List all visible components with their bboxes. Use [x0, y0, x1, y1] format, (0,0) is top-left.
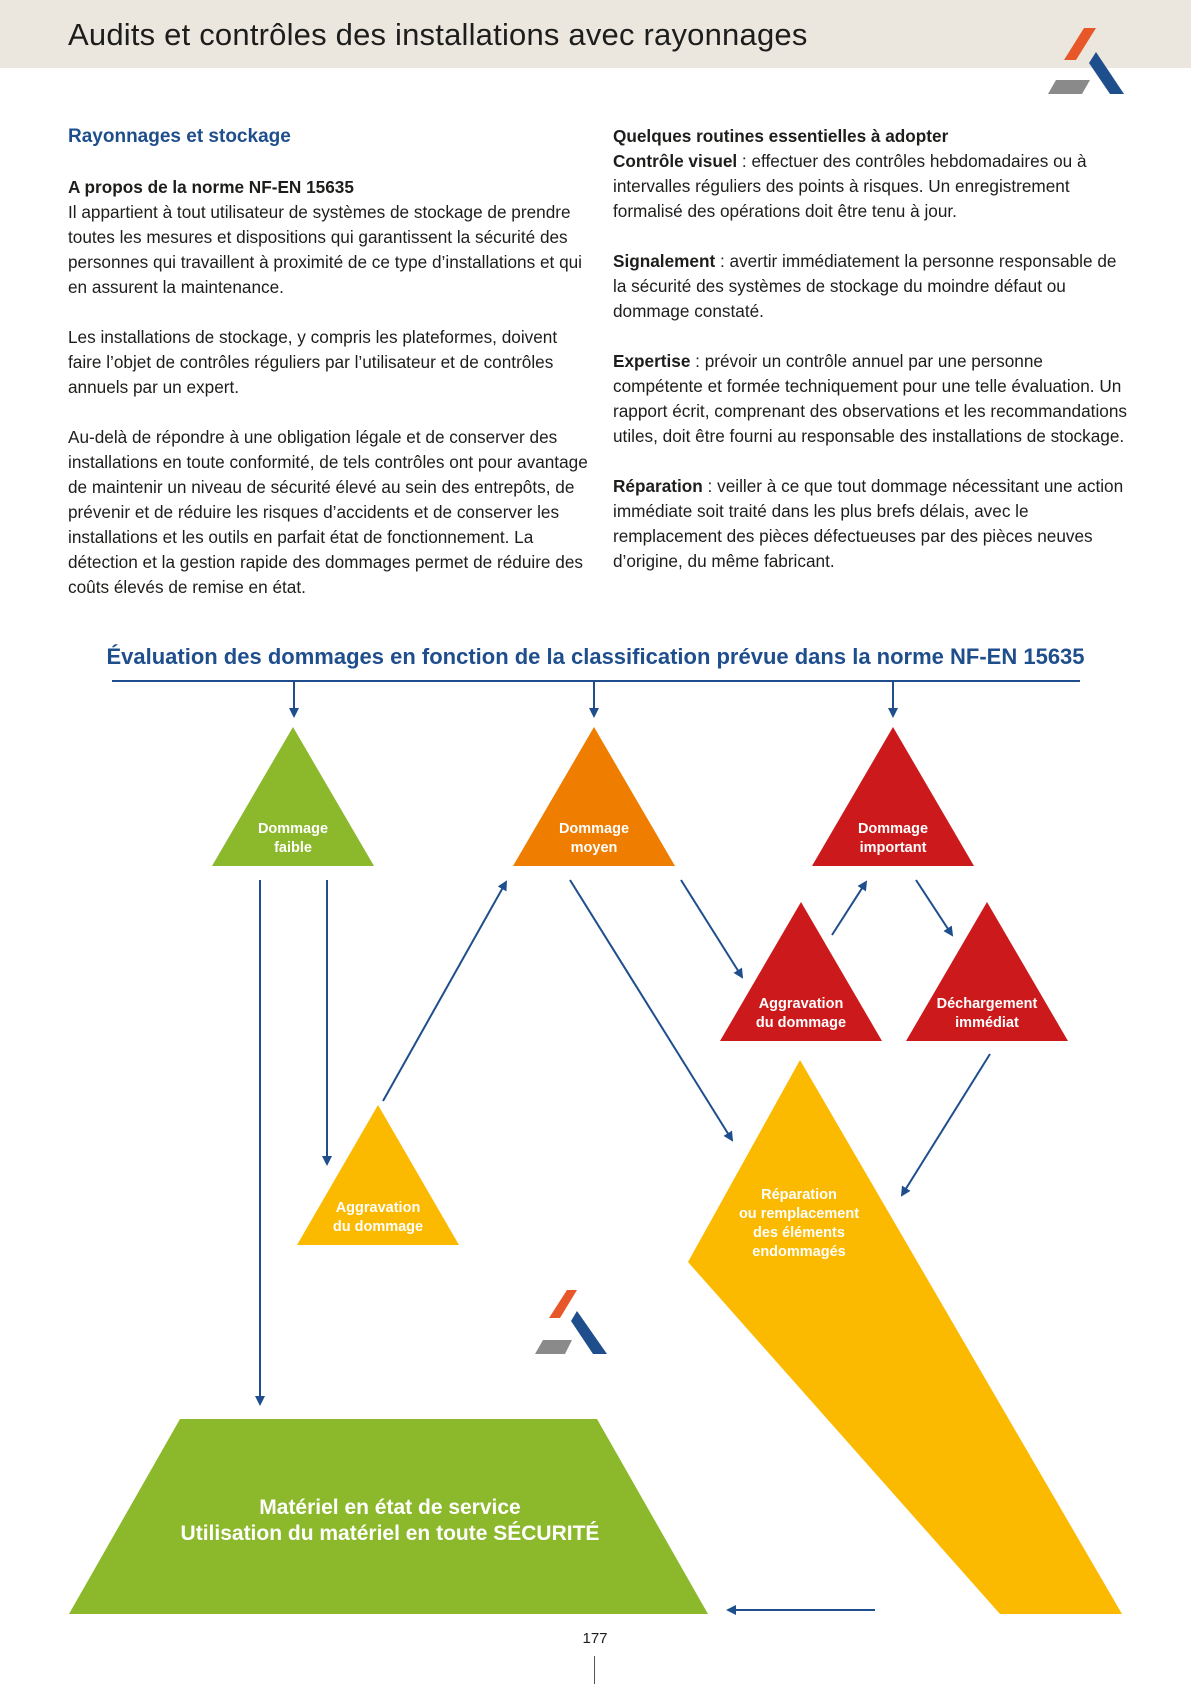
- arrow-aggravation-to-important: [831, 880, 868, 936]
- routine-text: : avertir immédiatement la personne resp…: [613, 251, 1117, 321]
- routine-label: Réparation: [613, 476, 703, 496]
- right-column: Quelques routines essentielles à adopter…: [613, 124, 1133, 599]
- triangle-aggravation-jaune: [297, 1105, 459, 1245]
- diagram-title: Évaluation des dommages en fonction de l…: [106, 644, 1085, 669]
- routine-text: : effectuer des contrôles hebdomadaires …: [613, 151, 1087, 221]
- triangle-dechargement: [906, 902, 1068, 1041]
- inspection-paragraph: Les installations de stockage, y compris…: [68, 327, 558, 397]
- benefits-paragraph: Au-delà de répondre à une obligation lég…: [68, 427, 588, 597]
- triangle-dommage-moyen: [513, 727, 675, 866]
- brand-logo-center-icon: [535, 1290, 607, 1354]
- page-header: Audits et contrôles des installations av…: [0, 0, 1191, 68]
- triangle-dommage-important: [812, 727, 974, 866]
- arrow-moyen-to-reparation: [569, 879, 734, 1142]
- section-title: Rayonnages et stockage: [68, 126, 291, 147]
- shape-materiel-securite: [69, 1419, 708, 1614]
- norm-subhead: A propos de la norme NF-EN 15635: [68, 177, 354, 197]
- routine-text: : veiller à ce que tout dommage nécessit…: [613, 476, 1124, 571]
- arrow-aggravation-to-moyen: [382, 880, 507, 1102]
- routine-label: Contrôle visuel: [613, 151, 738, 171]
- shape-reparation: [688, 1060, 1122, 1614]
- brand-logo-icon: [1048, 28, 1124, 94]
- triangle-dommage-faible: [212, 727, 374, 866]
- routine-label: Signalement: [613, 251, 716, 271]
- routines-subhead: Quelques routines essentielles à adopter: [613, 126, 949, 146]
- page-divider: [594, 1656, 595, 1684]
- arrow-dechargement-to-reparation: [900, 1053, 991, 1197]
- routine-text: : prévoir un contrôle annuel par une per…: [613, 351, 1127, 446]
- routine-label: Expertise: [613, 351, 691, 371]
- arrow-moyen-to-aggravation: [680, 879, 744, 979]
- arrow-important-to-dechargement: [915, 879, 954, 937]
- left-column: Rayonnages et stockage A propos de la no…: [68, 124, 588, 625]
- page-number: 177: [582, 1630, 608, 1647]
- triangle-aggravation-rouge: [720, 902, 882, 1041]
- intro-paragraph: Il appartient à tout utilisateur de syst…: [68, 202, 583, 297]
- page-title: Audits et contrôles des installations av…: [68, 17, 808, 52]
